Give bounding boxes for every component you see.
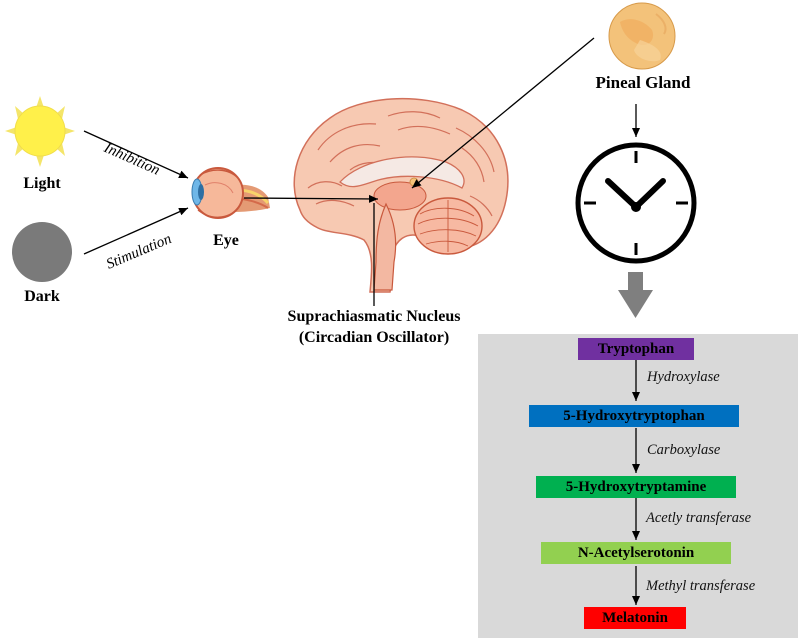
enzyme-carboxylase: Carboxylase <box>647 442 721 458</box>
enzyme-methyl-transferase: Methyl transferase <box>646 578 756 594</box>
enzyme-hydroxylase: Hydroxylase <box>647 369 720 385</box>
eye-label: Eye <box>213 232 239 249</box>
pineal-gland-label: Pineal Gland <box>595 73 691 92</box>
scn-label-line1: Suprachiasmatic Nucleus <box>287 308 461 325</box>
pathway-step-tryptophan: Tryptophan <box>578 338 694 360</box>
eye-to-scn-arrow <box>243 194 379 203</box>
dark-label: Dark <box>24 288 60 305</box>
enzyme-acetly-transferase: Acetly transferase <box>646 510 752 526</box>
scn-label-line2: (Circadian Oscillator) <box>298 329 450 346</box>
clock-icon <box>575 142 697 264</box>
pineal-to-brain-arrow <box>411 37 595 189</box>
pathway-step-melatonin: Melatonin <box>584 607 686 629</box>
pathway-step-n-acetylserotonin: N-Acetylserotonin <box>541 542 731 564</box>
light-label: Light <box>23 175 61 192</box>
brain-icon <box>293 97 509 293</box>
pineal-gland-icon <box>608 2 676 70</box>
cerebellum <box>413 197 483 255</box>
clock-to-pathway-arrow <box>618 272 653 318</box>
pathway-step-5-hydroxytryptamine: 5-Hydroxytryptamine <box>536 476 736 498</box>
stimulation-arrow <box>83 207 189 255</box>
eye-icon <box>191 167 270 219</box>
pathway-step-5-hydroxytryptophan: 5-Hydroxytryptophan <box>529 405 739 427</box>
inhibition-arrow <box>83 130 189 179</box>
dark-circle-icon <box>12 222 72 282</box>
sun-icon <box>5 96 75 167</box>
